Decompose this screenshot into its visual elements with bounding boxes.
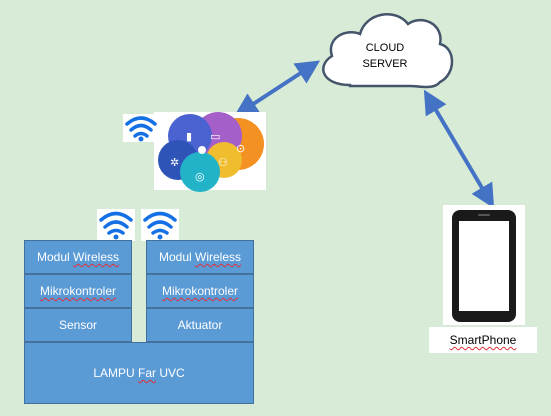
smartphone-label: SmartPhone [449,333,517,347]
svg-text:▮: ▮ [186,130,192,143]
right-mikrokontroler-label: Mikrokontroler [161,284,239,298]
right-modul-wireless-label: Modul Wireless [158,250,242,264]
cloud-label: CLOUD SERVER [348,40,422,72]
left-sensor-label: Sensor [58,318,98,332]
left-mikrokontroler: Mikrokontroler [24,274,132,308]
svg-text:⚇: ⚇ [218,156,228,169]
left-modul-wireless: Modul Wireless [24,240,132,274]
left-sensor: Sensor [24,308,132,342]
left-modul-wireless-label: Modul Wireless [36,250,120,264]
arrow-cloud-iot [233,60,321,117]
cloud-line1: CLOUD [365,42,405,54]
svg-text:✲: ✲ [170,156,179,169]
left-mikrokontroler-label: Mikrokontroler [39,284,117,298]
svg-text:⊙: ⊙ [236,142,245,155]
arrow-cloud-phone [423,89,495,209]
right-mikrokontroler: Mikrokontroler [146,274,254,308]
smartphone-label-box: SmartPhone [429,327,537,353]
right-aktuator-label: Aktuator [177,318,223,332]
cloud-line2: SERVER [362,58,408,70]
right-modul-wireless: Modul Wireless [146,240,254,274]
lampu-far-uvc-label: LAMPU Far UVC [93,366,185,380]
svg-text:◎: ◎ [195,170,205,183]
lampu-far-uvc: LAMPU Far UVC [24,342,254,404]
right-aktuator: Aktuator [146,308,254,342]
svg-text:▭: ▭ [210,130,220,143]
